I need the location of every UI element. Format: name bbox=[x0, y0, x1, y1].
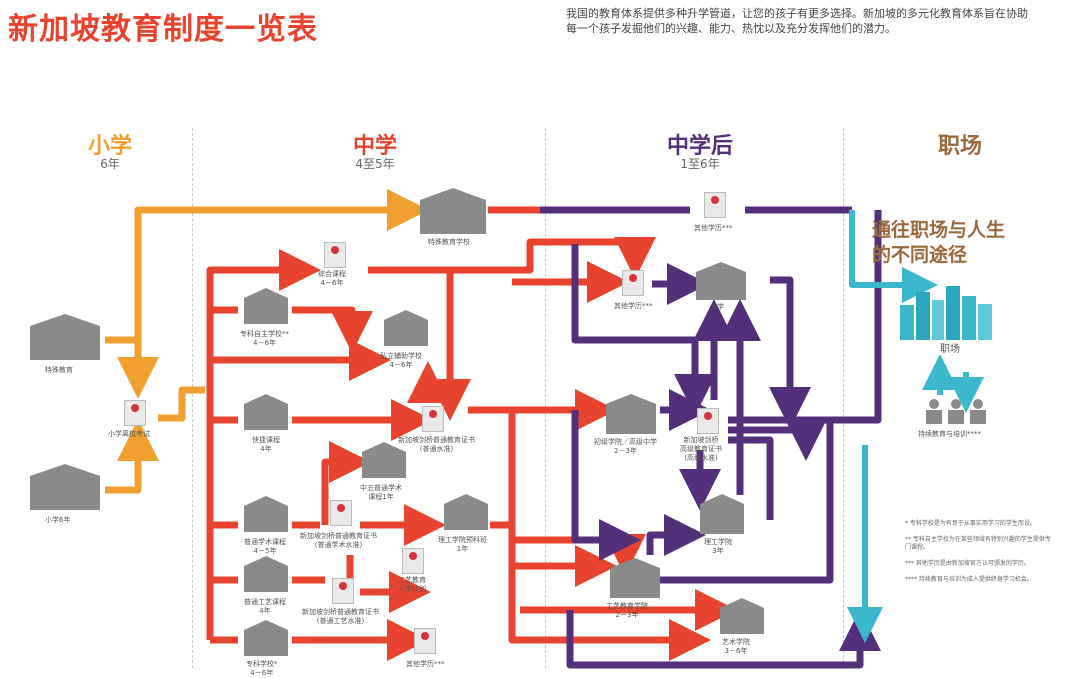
label-gce-a: 新加坡剑桥 高级教育证书 (高级水准) bbox=[680, 436, 722, 462]
cert-icon-other-top bbox=[704, 192, 726, 218]
cert-icon-psle bbox=[124, 400, 146, 426]
label-career: 职场 bbox=[940, 344, 960, 355]
divider-3 bbox=[843, 128, 844, 668]
footnote-3: *** 其他学历是由新加坡官方认可颁发的学历。 bbox=[905, 560, 1030, 567]
label-specialised-indep: 专科自主学校** 4－6年 bbox=[240, 330, 289, 347]
label-nt-course: 普通工艺课程 4年 bbox=[244, 598, 286, 615]
label-ite: 工艺教育学院 2－3年 bbox=[606, 602, 648, 619]
col-secondary-sub: 4至5年 bbox=[355, 157, 395, 171]
cert-icon-other-mid bbox=[622, 270, 644, 296]
intro-text: 我国的教育体系提供多种升学管道，让您的孩子有更多选择。新加坡的多元化教育体系旨在… bbox=[566, 7, 1028, 35]
col-primary-sub: 6年 bbox=[100, 157, 120, 171]
label-direct-entry: 工艺教育 入学计划 bbox=[398, 576, 426, 593]
label-gce-na: 新加坡剑桥普通教育证书 (普通学术水准) bbox=[300, 532, 377, 549]
cet-people bbox=[926, 399, 986, 424]
label-gce-nt: 新加坡剑桥普通教育证书 (普通工艺水准) bbox=[302, 608, 379, 625]
label-gce-o: 新加坡剑桥普通教育证书 (普通水准) bbox=[398, 436, 475, 453]
label-private-funded: 私立辅助学校 4－6年 bbox=[380, 352, 422, 369]
label-jc: 初级学院／高级中学 2－3年 bbox=[594, 438, 657, 455]
label-specialised-school: 专科学校* 4－6年 bbox=[246, 660, 278, 677]
label-cet: 持续教育与培训**** bbox=[918, 430, 981, 438]
career-skyline bbox=[900, 286, 992, 340]
label-other-bottom: 其他学历*** bbox=[406, 660, 445, 668]
col-secondary-title: 中学 bbox=[352, 134, 397, 159]
label-other-top: 其他学历*** bbox=[694, 224, 733, 232]
footnotes: * 专科学校是为有意于从事实用学习的学生而设。 ** 专科自主学校为在某些领域有… bbox=[905, 520, 1055, 592]
label-other-mid: 其他学历*** bbox=[614, 302, 653, 310]
label-psle: 小学离校考试 bbox=[108, 430, 150, 438]
cert-icon-gce-a bbox=[697, 408, 719, 434]
cert-icon-gce-nt bbox=[332, 578, 354, 604]
label-arts: 艺术学院 3－6年 bbox=[722, 638, 750, 655]
divider-1 bbox=[192, 128, 193, 668]
label-na-course: 普通学术课程 4－5年 bbox=[244, 538, 286, 555]
col-career-title: 职场 bbox=[937, 134, 982, 159]
col-post-title: 中学后 bbox=[666, 134, 733, 159]
cert-icon-direct-entry bbox=[402, 548, 424, 574]
col-post-sub: 1至6年 bbox=[680, 157, 720, 171]
divider-2 bbox=[545, 128, 546, 668]
label-university: 大学 bbox=[710, 303, 724, 311]
footnote-2: ** 专科自主学校为在某些领域有特别兴趣的学生提供专门课程。 bbox=[905, 536, 1051, 551]
career-headline: 通往职场与人生 的不同途径 bbox=[872, 219, 1006, 266]
label-sec-bridge: 中五普通学术 课程1年 bbox=[360, 484, 402, 501]
col-primary-title: 小学 bbox=[87, 134, 132, 159]
label-express: 快捷课程 4年 bbox=[252, 436, 280, 453]
label-special-school: 特殊教育学校 bbox=[428, 238, 470, 246]
label-integrated: 综合课程 4－6年 bbox=[318, 270, 346, 287]
cert-icon-gce-o bbox=[422, 406, 444, 432]
cert-icon-gce-na bbox=[330, 500, 352, 526]
cert-icon-other-bottom bbox=[414, 628, 436, 654]
cert-icon-integrated bbox=[324, 242, 346, 268]
building-icons bbox=[30, 188, 764, 656]
label-special-ed: 特殊教育 bbox=[45, 366, 73, 374]
label-primary6: 小学6年 bbox=[45, 516, 71, 524]
label-poly-foundation: 理工学院预科班 1年 bbox=[438, 536, 487, 553]
page-title: 新加坡教育制度一览表 bbox=[8, 12, 318, 47]
footnote-4: **** 持续教育与培训为成人提供终身学习机会。 bbox=[905, 576, 1033, 583]
label-polytechnic: 理工学院 3年 bbox=[704, 538, 732, 555]
footnote-1: * 专科学校是为有意于从事实用学习的学生而设。 bbox=[905, 520, 1036, 527]
